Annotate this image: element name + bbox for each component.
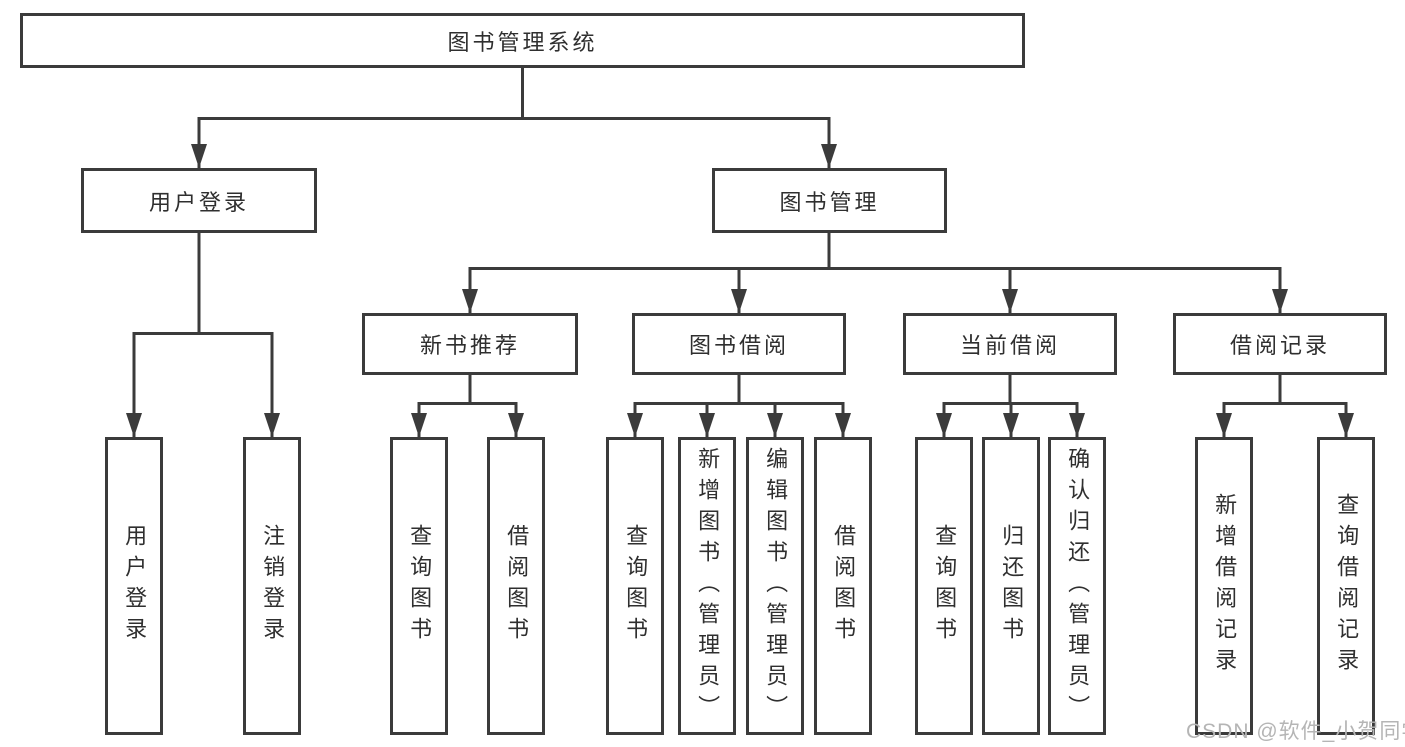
- leaf-bb-borrow-book: 借阅图书: [814, 437, 872, 735]
- leaf-rec-borrow-book-label: 借阅图书: [504, 524, 530, 648]
- leaf-logout: 注销登录: [243, 437, 301, 735]
- leaf-cb-return-book: 归还图书: [982, 437, 1040, 735]
- leaf-br-query-record-label: 查询借阅记录: [1334, 493, 1360, 679]
- node-new-book-recommend: 新书推荐: [362, 313, 578, 375]
- node-book-borrow: 图书借阅: [632, 313, 846, 375]
- leaf-rec-query-book: 查询图书: [390, 437, 448, 735]
- leaf-logout-label: 注销登录: [260, 524, 286, 648]
- node-user-login: 用户登录: [81, 168, 317, 233]
- leaf-cb-confirm-return: 确认归还（管理员）: [1048, 437, 1106, 735]
- leaf-bb-borrow-book-label: 借阅图书: [831, 524, 857, 648]
- leaf-bb-query-book-label: 查询图书: [623, 524, 649, 648]
- leaf-rec-query-book-label: 查询图书: [407, 524, 433, 648]
- node-book-management: 图书管理: [712, 168, 947, 233]
- leaf-br-add-record: 新增借阅记录: [1195, 437, 1253, 735]
- leaf-rec-borrow-book: 借阅图书: [487, 437, 545, 735]
- node-root: 图书管理系统: [20, 13, 1025, 68]
- leaf-br-add-record-label: 新增借阅记录: [1212, 493, 1238, 679]
- leaf-br-query-record: 查询借阅记录: [1317, 437, 1375, 735]
- node-borrow-record: 借阅记录: [1173, 313, 1387, 375]
- leaf-bb-edit-book-label: 编辑图书（管理员）: [763, 446, 789, 726]
- node-current-borrow: 当前借阅: [903, 313, 1117, 375]
- leaf-cb-confirm-return-label: 确认归还（管理员）: [1065, 446, 1091, 726]
- csdn-watermark: CSDN @软件_小贺同学: [1186, 720, 1405, 743]
- leaf-bb-query-book: 查询图书: [606, 437, 664, 735]
- leaf-cb-query-book-label: 查询图书: [932, 524, 958, 648]
- leaf-bb-add-book-label: 新增图书（管理员）: [695, 446, 721, 726]
- leaf-cb-query-book: 查询图书: [915, 437, 973, 735]
- leaf-cb-return-book-label: 归还图书: [999, 524, 1025, 648]
- leaf-bb-edit-book: 编辑图书（管理员）: [746, 437, 804, 735]
- leaf-bb-add-book: 新增图书（管理员）: [678, 437, 736, 735]
- leaf-login-label: 用户登录: [122, 524, 148, 648]
- leaf-login: 用户登录: [105, 437, 163, 735]
